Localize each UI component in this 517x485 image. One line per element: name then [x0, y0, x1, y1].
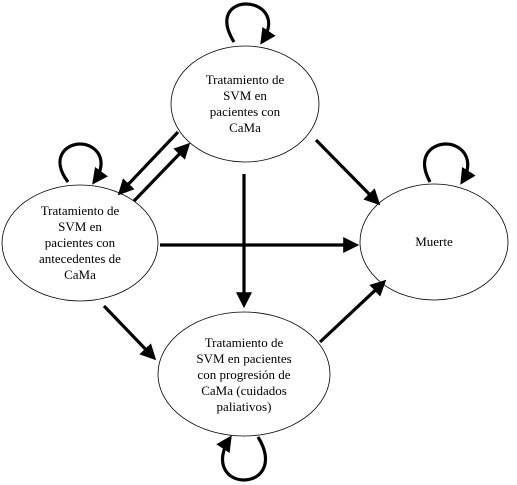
- arrow-cama-to-muerte: [314, 138, 381, 206]
- cama-line-1: Tratamiento de: [205, 72, 285, 87]
- arrow-cama-to-antecedentes: [117, 130, 180, 196]
- self-loop-antecedentes: [58, 142, 108, 185]
- cama-line-2: SVM en: [223, 88, 267, 103]
- antecedentes-line-1: Tratamiento de: [40, 203, 120, 218]
- self-loop-progresion: [216, 435, 268, 482]
- muerte-line-1: Muerte: [415, 234, 453, 249]
- state-ellipse-muerte: [359, 183, 509, 301]
- antecedentes-line-4: antecedentes de: [39, 251, 121, 266]
- state-ellipse-cama: [170, 45, 320, 163]
- state-label-progresion: Tratamiento de SVM en pacientes con prog…: [162, 320, 326, 430]
- progresion-line-1: Tratamiento de: [204, 335, 284, 350]
- arrow-antecedentes-to-progresion: [102, 304, 157, 361]
- arrow-progresion-to-muerte: [318, 279, 387, 344]
- state-ellipse-antecedentes: [1, 184, 159, 302]
- state-ellipse-progresion: [157, 311, 331, 437]
- cama-line-3: pacientes con: [209, 104, 281, 119]
- state-label-cama: Tratamiento de SVM en pacientes con CaMa: [175, 52, 315, 156]
- antecedentes-line-3: pacientes con: [44, 235, 116, 250]
- antecedentes-line-2: SVM en: [58, 219, 102, 234]
- self-loop-cama: [225, 2, 276, 45]
- progresion-line-5: paliativos): [216, 399, 272, 414]
- antecedentes-line-5: CaMa: [64, 267, 96, 282]
- state-label-muerte: Muerte: [362, 190, 506, 294]
- state-label-antecedentes: Tratamiento de SVM en pacientes con ante…: [6, 191, 154, 295]
- progresion-line-2: SVM en pacientes: [196, 351, 292, 366]
- progresion-line-3: con progresión de: [197, 367, 291, 382]
- self-loop-muerte: [423, 142, 476, 185]
- arrow-antecedentes-to-cama: [132, 142, 191, 203]
- progresion-line-4: CaMa (cuidados: [201, 383, 287, 398]
- cama-line-4: CaMa: [229, 120, 261, 135]
